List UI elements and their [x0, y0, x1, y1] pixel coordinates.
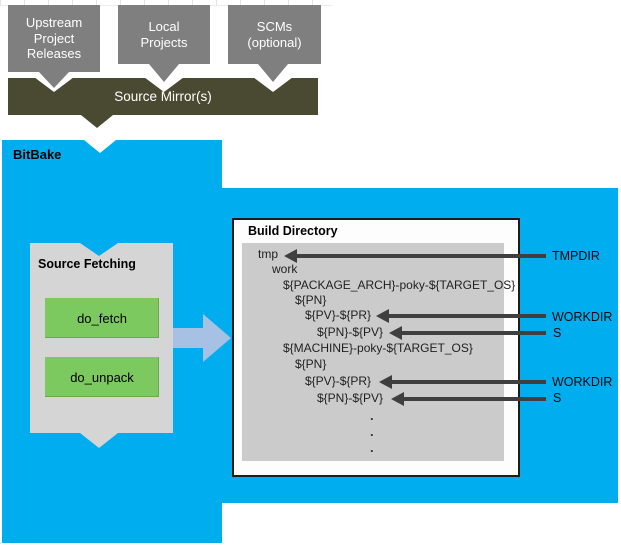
workdir-arrow-icon [376, 309, 546, 323]
directory-tree-panel [242, 243, 504, 461]
tree-item-pv-pr-2: ${PV}-${PR} [305, 374, 372, 388]
do-unpack-task-box: do_unpack [45, 357, 159, 397]
tmpdir-label: TMPDIR [552, 249, 600, 263]
source-fetching-panel [30, 243, 173, 433]
tree-item-pn-2: ${PN} [295, 357, 327, 371]
local-projects-label: Local Projects [140, 18, 188, 50]
connector-tail-icon [39, 72, 69, 88]
bitbake-label: BitBake [13, 147, 62, 162]
source-fetching-tail-icon [80, 433, 118, 448]
tree-item-pv-pr: ${PV}-${PR} [305, 308, 372, 322]
ellipsis-dot: . [370, 424, 374, 439]
workdir-arrow-icon [379, 375, 546, 389]
s-label: S [553, 326, 562, 340]
source-fetching-notch-icon [80, 243, 118, 256]
connector-tail-icon [258, 64, 288, 82]
flow-arrow-head-icon [203, 314, 231, 362]
scms-box: SCMs (optional) [228, 5, 321, 64]
flow-arrow-icon [173, 328, 203, 348]
tmpdir-arrow-icon [284, 249, 546, 263]
tree-item-machine: ${MACHINE}-poky-${TARGET_OS} [283, 341, 473, 355]
tree-item-pn-pv: ${PN}-${PV} [317, 325, 384, 339]
do-fetch-task-box: do_fetch [45, 298, 159, 338]
ellipsis-dot: . [370, 408, 374, 423]
local-projects-box: Local Projects [118, 5, 210, 64]
connector-tail-icon [149, 64, 179, 82]
ellipsis-dot: . [370, 440, 374, 455]
s-label-2: S [553, 391, 562, 405]
build-directory-title: Build Directory [248, 224, 338, 238]
upstream-releases-box: Upstream Project Releases [8, 5, 100, 72]
tree-item-tmp: tmp [258, 247, 279, 261]
bitbake-notch-icon [84, 140, 116, 153]
tree-item-pn: ${PN} [295, 293, 327, 307]
tree-item-work: work [272, 262, 298, 276]
tree-item-package-arch: ${PACKAGE_ARCH}-poky-${TARGET_OS} [283, 278, 516, 292]
mirror-to-bitbake-tail-icon [81, 115, 113, 128]
source-mirror-label: Source Mirror(s) [114, 89, 212, 104]
do-unpack-label: do_unpack [70, 369, 134, 385]
scms-label: SCMs (optional) [247, 18, 302, 50]
upstream-releases-label: Upstream Project Releases [25, 14, 83, 62]
workdir-label-2: WORKDIR [552, 375, 613, 389]
tree-item-pn-pv-2: ${PN}-${PV} [317, 391, 384, 405]
s-arrow-icon [389, 326, 546, 340]
do-fetch-label: do_fetch [77, 310, 127, 326]
workdir-label: WORKDIR [552, 310, 613, 324]
source-fetching-title: Source Fetching [38, 257, 136, 271]
s-arrow-icon [391, 392, 546, 406]
